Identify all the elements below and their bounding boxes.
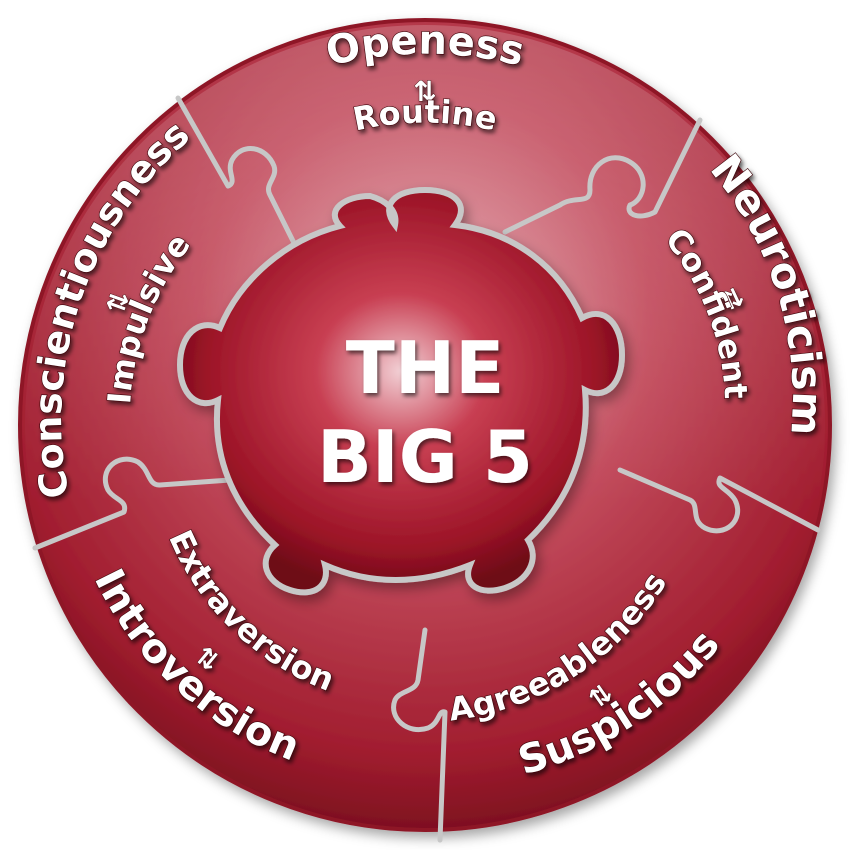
seam-extraversion-conscientiousness: [32, 456, 233, 551]
seam-conscientiousness-openess: [175, 95, 298, 248]
seam-agreeableness-extraversion: [391, 627, 448, 843]
puzzle-seams: [32, 95, 821, 843]
center-title-line2: BIG 5: [317, 415, 533, 499]
svg-text:Routine: Routine: [350, 93, 501, 139]
swap-arrow-icon: ⇅: [413, 75, 436, 108]
seam-openess-neuroticism: [502, 117, 703, 235]
seam-neuroticism-agreeableness: [617, 467, 821, 534]
center-puzzle-shape: [176, 186, 626, 596]
center-piece: [176, 186, 626, 596]
opposite-routine-label: Routine: [349, 92, 501, 139]
center-title-line1: THE: [346, 326, 505, 410]
center-title: THE BIG 5: [317, 326, 533, 499]
